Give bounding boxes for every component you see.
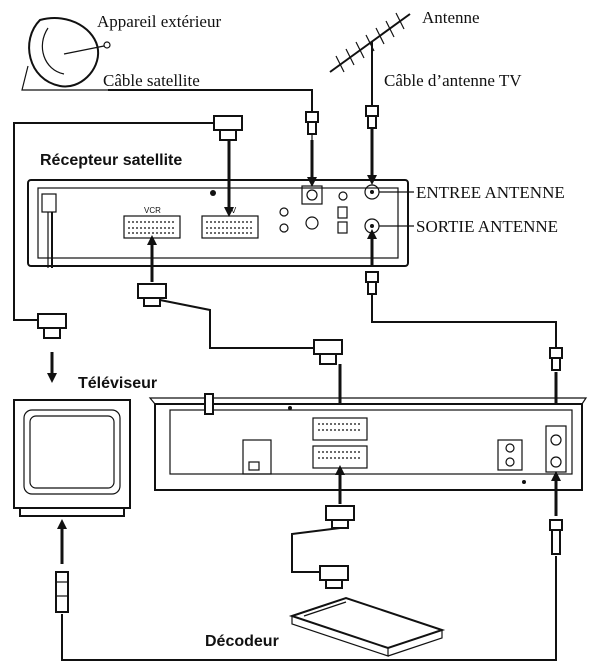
- satellite-cable-plug: [305, 111, 319, 140]
- antenna-cable-plug: [365, 105, 379, 129]
- television-label: Téléviseur: [78, 375, 157, 392]
- tv-antenna-icon: [329, 12, 411, 108]
- antenna-out-label: SORTIE ANTENNE: [416, 217, 558, 236]
- scart-plug-receiver-tv: [213, 115, 243, 141]
- scart-plug-vcr-top: [313, 339, 343, 365]
- rf-plug-receiver-out: [365, 271, 379, 295]
- scart-plug-vcr-decoder: [325, 505, 355, 529]
- outdoor-unit-label: Appareil extérieur: [97, 12, 221, 31]
- scart-plug-television-top: [37, 313, 67, 339]
- scart-cable-receiver-vcr: [159, 299, 316, 349]
- scart-plug-decoder: [319, 565, 349, 589]
- scart-cable-receiver-tv: [13, 122, 214, 321]
- satellite-cable-label: Câble satellite: [103, 71, 200, 90]
- scart-cable-decoder: [291, 527, 341, 573]
- satellite-dish-icon: [21, 17, 111, 91]
- satellite-receiver-label: Récepteur satellite: [40, 152, 182, 169]
- scart-plug-receiver-vcr: [137, 283, 167, 307]
- television: [13, 399, 131, 517]
- rf-plug-vcr-in: [549, 347, 563, 371]
- antenna-in-label: ENTREE ANTENNE: [416, 183, 565, 202]
- tv-antenna-cable-label: Câble d’antenne TV: [384, 71, 522, 90]
- rf-plug-vcr-out: [549, 519, 563, 555]
- vcr: [148, 393, 588, 491]
- satellite-cable: [108, 89, 313, 116]
- rf-cable-receiver-vcr: [371, 294, 557, 350]
- decoder-label: Décodeur: [205, 633, 279, 650]
- vcr-port-label: VCR: [144, 206, 161, 215]
- antenna-label: Antenne: [422, 8, 480, 27]
- satellite-receiver: VCR TV: [27, 179, 409, 268]
- rf-plug-television: [55, 571, 69, 613]
- decoder: [288, 596, 446, 657]
- rf-cable-vcr-television: [61, 556, 557, 661]
